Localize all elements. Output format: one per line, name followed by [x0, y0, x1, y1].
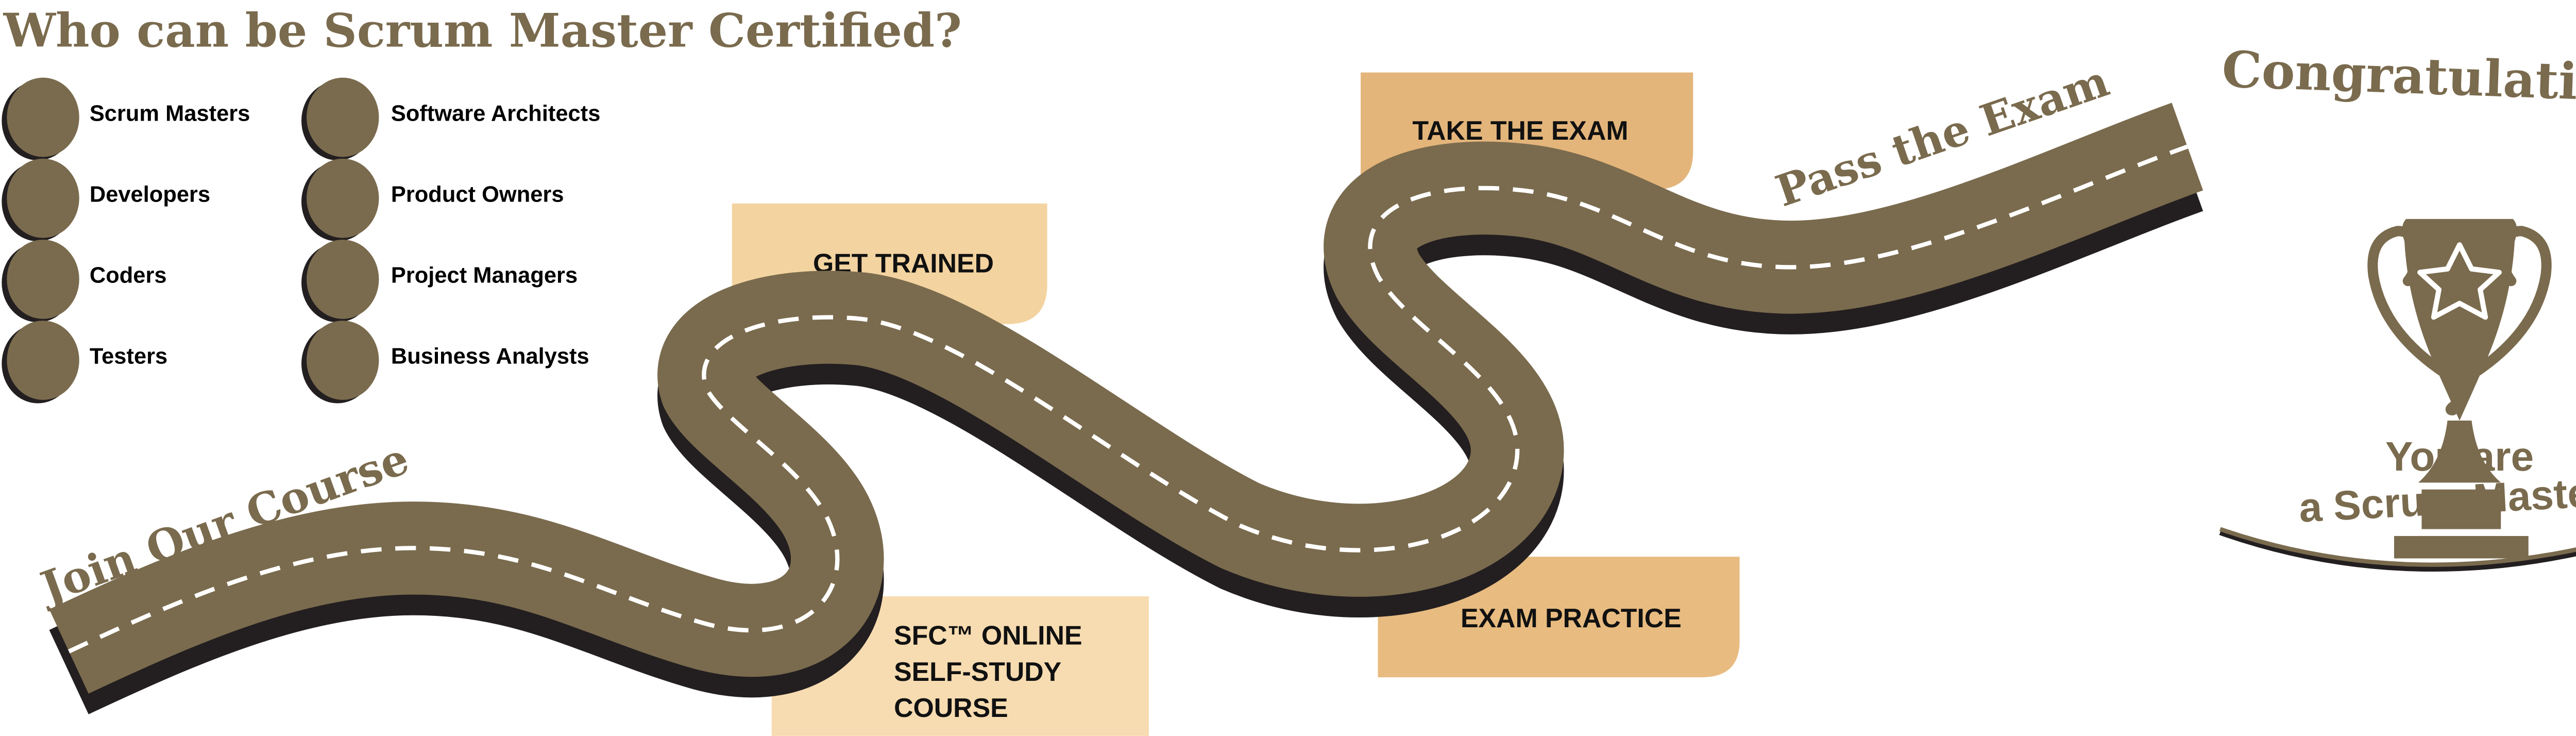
bullet-icon	[307, 239, 379, 319]
role-item: Project Managers	[301, 239, 578, 323]
role-label: Scrum Masters	[90, 101, 250, 126]
bullet-icon	[7, 321, 79, 400]
role-item: Software Architects	[301, 77, 600, 161]
role-item: Scrum Masters	[2, 77, 250, 161]
role-item: Testers	[2, 321, 167, 404]
step-label: SFC™ ONLINE	[894, 621, 1082, 650]
role-list: Scrum Masters Developers Coders Testers …	[2, 77, 600, 404]
role-item: Product Owners	[301, 158, 564, 242]
bullet-icon	[307, 158, 379, 238]
step-label: COURSE	[894, 693, 1008, 723]
bullet-icon	[7, 239, 79, 319]
finish-arc	[2219, 530, 2576, 572]
finish-panel: Congratulations! You are a Scrum Master!	[2219, 40, 2576, 572]
role-item: Developers	[2, 158, 210, 242]
step-label: TAKE THE EXAM	[1412, 115, 1628, 145]
star-icon	[2417, 242, 2502, 320]
role-item: Coders	[2, 239, 167, 323]
step-label: EXAM PRACTICE	[1461, 603, 1682, 633]
trophy-icon	[2367, 219, 2552, 559]
road	[49, 103, 2204, 714]
bullet-icon	[307, 321, 379, 400]
bullet-icon	[7, 158, 79, 238]
role-label: Software Architects	[391, 101, 600, 126]
role-item: Business Analysts	[301, 321, 589, 404]
role-label: Product Owners	[391, 182, 564, 207]
role-label: Testers	[90, 344, 167, 369]
scrum-master-text: a Scrum Master!	[2298, 468, 2576, 531]
role-label: Coders	[90, 263, 167, 288]
congratulations-heading: Congratulations!	[2221, 40, 2576, 115]
role-label: Developers	[90, 182, 210, 207]
road-center-line	[67, 144, 2189, 654]
page-title: Who can be Scrum Master Certified?	[3, 4, 962, 58]
role-label: Business Analysts	[391, 344, 589, 369]
bullet-icon	[7, 77, 79, 157]
role-label: Project Managers	[391, 263, 578, 288]
step-label: SELF-STUDY	[894, 657, 1061, 687]
you-are-text: You are	[2385, 433, 2534, 480]
bullet-icon	[307, 77, 379, 157]
